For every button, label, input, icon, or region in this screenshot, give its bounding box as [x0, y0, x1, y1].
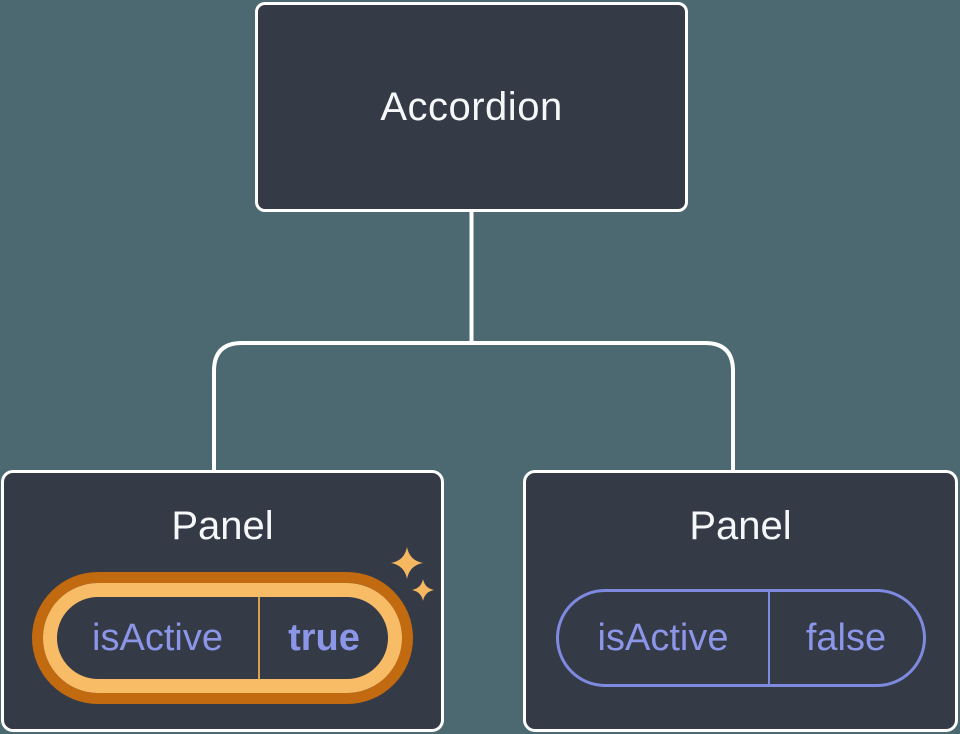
- panel-title: Panel: [689, 504, 792, 548]
- state-pill-inactive: isActive false: [555, 589, 926, 687]
- pill-divider: [258, 597, 260, 679]
- panel-node-inactive: Panel isActive false: [523, 470, 958, 732]
- panel-node-active: Panel isActive true: [1, 470, 444, 732]
- accordion-node-label: Accordion: [380, 84, 563, 129]
- state-name: isActive: [92, 616, 223, 659]
- pill-divider: [767, 592, 770, 684]
- state-value: true: [288, 616, 360, 659]
- state-value: false: [805, 616, 887, 659]
- panel-title: Panel: [171, 504, 274, 548]
- accordion-node: Accordion: [255, 2, 688, 212]
- state-name: isActive: [597, 616, 729, 659]
- state-pill-active: isActive true: [43, 583, 402, 693]
